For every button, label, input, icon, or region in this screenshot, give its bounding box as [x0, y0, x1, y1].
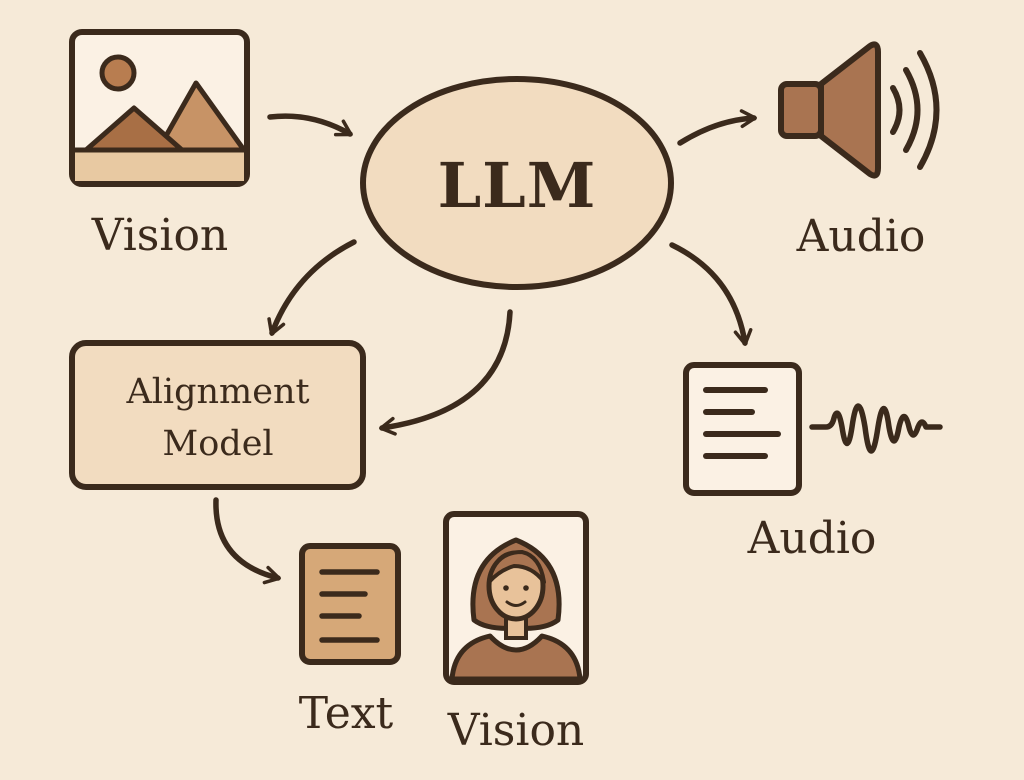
document-icon: [683, 362, 802, 496]
alignment-label-line1: Alignment: [125, 372, 309, 412]
portrait-icon: [443, 511, 589, 685]
vision-top-label: Vision: [91, 210, 229, 261]
arrow-llm-to-alignment-lower: [379, 309, 513, 436]
arrow-llm-to-audio-bottom: [669, 242, 753, 346]
arrow-llm-to-audio-top: [677, 109, 757, 146]
alignment-model-node: [69, 340, 366, 490]
audio-bottom-label: Audio: [747, 513, 877, 564]
arrow-vision-to-llm: [267, 113, 353, 137]
vision-bottom-label: Vision: [447, 705, 585, 756]
audio-top-label: Audio: [796, 211, 926, 262]
speaker-icon: [778, 41, 940, 179]
text-label: Text: [299, 688, 394, 739]
waveform-icon: [809, 403, 943, 454]
llm-label: LLM: [438, 149, 597, 222]
arrow-alignment-to-text: [213, 497, 281, 585]
alignment-label-line2: Model: [162, 424, 273, 464]
landscape-image-icon: [69, 29, 250, 187]
arrow-llm-to-alignment: [267, 239, 357, 336]
llm-node: [360, 76, 674, 290]
text-document-icon: [299, 543, 401, 665]
